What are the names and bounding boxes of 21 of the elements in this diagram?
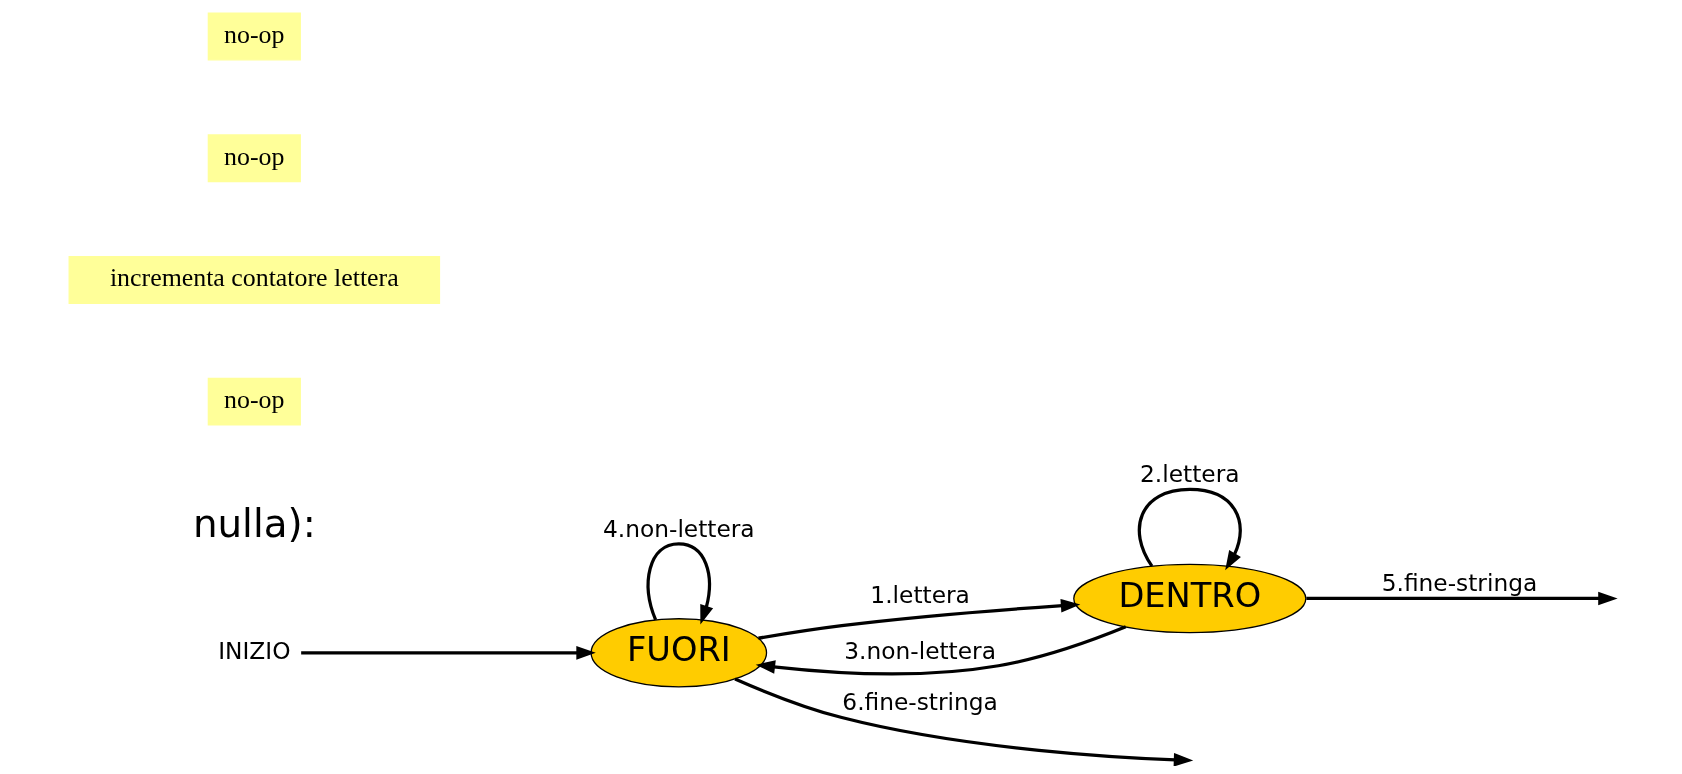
label: no-op	[223, 20, 284, 50]
node-ellipse: FUORI	[589, 618, 767, 688]
arrow	[1137, 487, 1242, 571]
label: no-op	[223, 141, 284, 171]
edge-label: 3.non-lettera	[843, 636, 996, 664]
edge-label: 5.fine-stringa	[1381, 569, 1537, 597]
node-text: INIZIO	[217, 636, 290, 664]
edge-label: 6.fine-stringa	[841, 688, 998, 716]
label: no-op	[223, 385, 284, 415]
edge-label: 2.lettera	[1139, 460, 1240, 488]
arrow	[757, 598, 1080, 640]
arrow	[1305, 591, 1618, 606]
arrow	[300, 646, 596, 660]
arrow	[755, 625, 1126, 676]
arrow	[646, 542, 713, 625]
label: incrementa contatore lettera	[109, 263, 399, 293]
label: nulla):	[192, 500, 316, 546]
arrow	[733, 677, 1193, 766]
edge-label: 4.non-lettera	[602, 514, 755, 542]
node-ellipse: DENTRO	[1072, 563, 1306, 634]
edge-label: 1.lettera	[869, 580, 970, 608]
